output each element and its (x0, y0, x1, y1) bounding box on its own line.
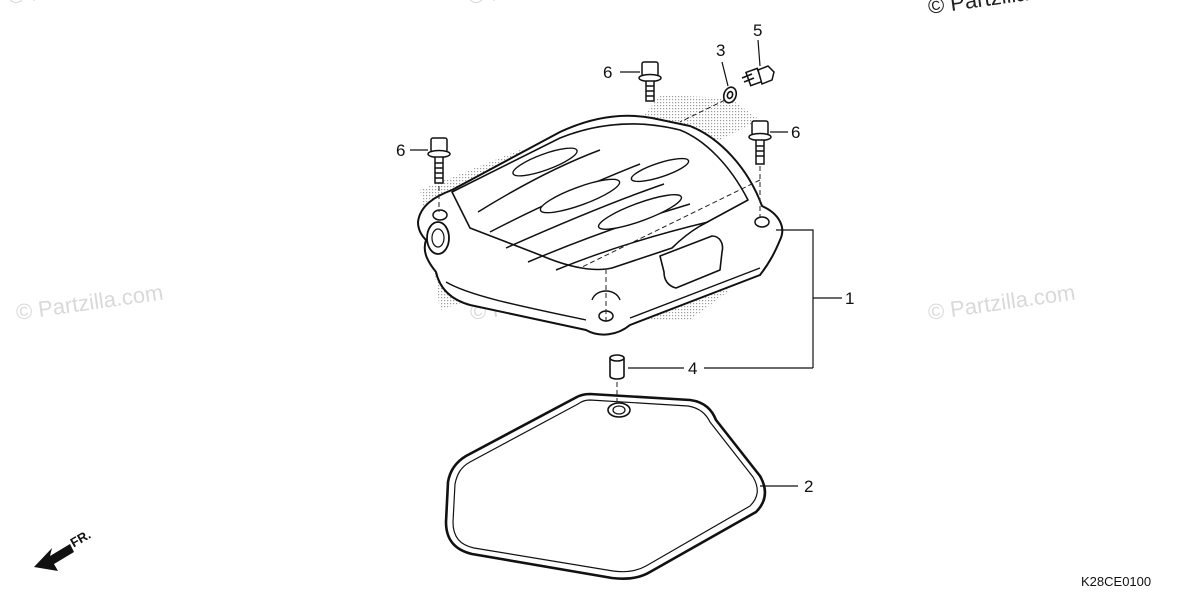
callout-6-right: 6 (791, 123, 801, 142)
flange-bolt-top (638, 61, 662, 102)
callout-5: 5 (753, 21, 763, 40)
callout-6-top: 6 (603, 63, 613, 82)
installation-lines (438, 99, 761, 402)
sealing-washer (722, 86, 738, 104)
callout-3: 3 (716, 41, 726, 60)
diagram-code: K28CE0100 (1081, 574, 1152, 589)
bolt-5 (741, 65, 775, 87)
callout-2: 2 (804, 477, 814, 496)
flange-bolt-left (427, 137, 451, 184)
callout-4: 4 (688, 359, 698, 378)
head-cover-gasket (444, 392, 767, 581)
flange-bolt-right (748, 120, 772, 165)
front-arrow-icon (34, 544, 74, 571)
dowel-pin (609, 354, 625, 380)
leader-lines (410, 39, 842, 487)
cylinder-head-cover (417, 114, 784, 336)
callout-6-left: 6 (396, 141, 406, 160)
callout-1: 1 (845, 289, 855, 308)
